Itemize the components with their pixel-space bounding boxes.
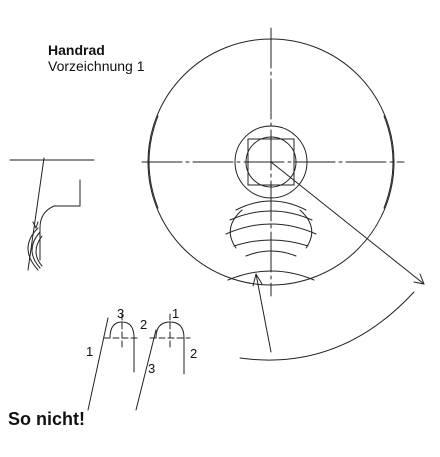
right-profile-head: [155, 321, 185, 339]
lower-arrowhead: [252, 273, 263, 287]
profile-rim-arc-1: [27, 227, 39, 271]
hub-circle: [234, 125, 308, 199]
title-block: Handrad Vorzeichnung 1: [48, 42, 145, 74]
spoke-section-2: [229, 210, 313, 221]
left-profile-head: [109, 321, 135, 339]
rim-arc-left: [148, 115, 159, 209]
profile-rim-arc-2: [31, 231, 41, 269]
drawing-title: Handrad: [48, 42, 105, 58]
label-right-1: 1: [172, 306, 179, 321]
hub-square: [247, 138, 295, 186]
hub-inner-circle: [245, 136, 297, 188]
profile-rim-arc-3: [35, 235, 43, 267]
label-right-2: 2: [190, 346, 197, 361]
spoke-outline-right: [299, 209, 313, 249]
radius-line: [270, 161, 425, 285]
rim-arc-right: [383, 115, 394, 209]
spoke-section-5: [245, 250, 297, 257]
right-profile-line-1: [135, 329, 157, 411]
label-left-3: 3: [117, 306, 124, 321]
spoke-section-4: [233, 239, 309, 247]
radius-arrowhead: [413, 273, 425, 285]
profile-vertical-line: [27, 157, 45, 271]
spoke-section-3: [225, 223, 317, 235]
left-profile-line-1: [87, 317, 109, 411]
label-left-1: 1: [86, 344, 93, 359]
label-right-3: 3: [148, 361, 155, 376]
sweep-arc: [239, 291, 415, 361]
profile-arrow: [32, 221, 39, 229]
spoke-section-1: [235, 200, 307, 211]
label-left-2: 2: [140, 317, 147, 332]
spoke-outline-left: [229, 209, 243, 249]
warning-note: So nicht!: [8, 409, 85, 429]
profile-rim-curve: [39, 205, 55, 261]
rim-arc-bottom: [227, 270, 315, 281]
drawing-subtitle: Vorzeichnung 1: [48, 58, 145, 74]
lower-arrow-line: [255, 273, 272, 353]
